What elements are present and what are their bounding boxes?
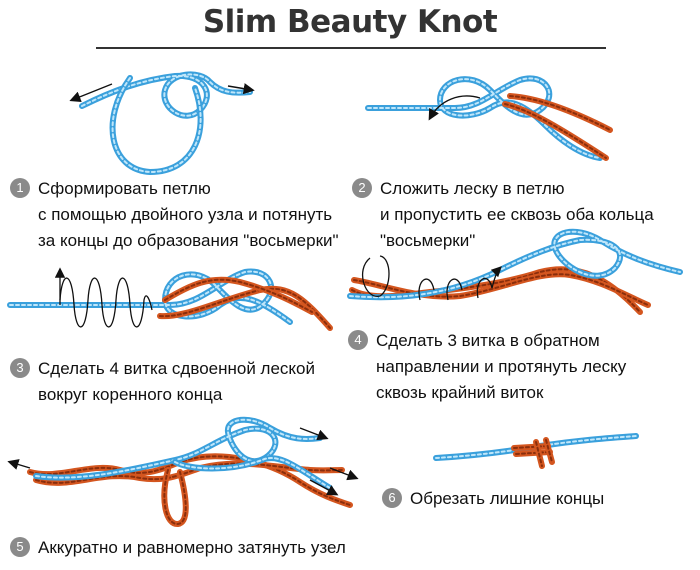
step-4-line-1: Сделать 3 витка в обратном (376, 331, 600, 350)
step-3-line-2: вокруг коренного конца (38, 385, 223, 404)
step-4-line-3: сквозь крайний виток (376, 383, 544, 402)
step-1-line-1: Сформировать петлю (38, 179, 211, 198)
step-number-badge: 4 (348, 330, 368, 350)
step-5-line-1: Аккуратно и равномерно затянуть узел (38, 538, 346, 557)
page-title: Slim Beauty Knot (202, 4, 498, 40)
step-3-illustration (7, 267, 333, 331)
step-4-caption: 4 Сделать 3 витка в обратном направлении… (348, 328, 626, 406)
step-2-caption: 2 Сложить леску в петлю и пропустить ее … (352, 176, 654, 254)
step-2-line-3: "восьмерки" (380, 231, 476, 250)
step-4-illustration (347, 228, 683, 315)
step-4-line-2: направлении и протянуть леску (376, 357, 627, 376)
step-2-line-2: и пропустить ее сквозь оба кольца (380, 205, 654, 224)
step-1-caption: 1 Сформировать петлю с помощью двойного … (10, 176, 339, 254)
step-5-caption: 5 Аккуратно и равномерно затянуть узел (10, 535, 346, 561)
step-3-line-1: Сделать 4 витка сдвоенной леской (38, 359, 316, 378)
step-2-line-1: Сложить леску в петлю (380, 179, 565, 198)
step-1-line-2: с помощью двойного узла и потянуть (38, 205, 333, 224)
step-number-badge: 6 (382, 488, 402, 508)
step-1-line-3: за концы до образования "восьмерки" (38, 231, 339, 250)
step-6-caption: 6 Обрезать лишние концы (382, 486, 604, 512)
step-6-illustration (433, 433, 639, 469)
step-2-illustration (365, 75, 613, 161)
step-number-badge: 3 (10, 358, 30, 378)
step-number-badge: 5 (10, 537, 30, 557)
title-underline (96, 47, 606, 49)
step-5-illustration (7, 416, 359, 527)
step-number-badge: 1 (10, 178, 30, 198)
step-3-caption: 3 Сделать 4 витка сдвоенной леской вокру… (10, 356, 315, 408)
step-6-line-1: Обрезать лишние концы (410, 489, 605, 508)
step-number-badge: 2 (352, 178, 372, 198)
step-1-illustration (69, 71, 255, 176)
